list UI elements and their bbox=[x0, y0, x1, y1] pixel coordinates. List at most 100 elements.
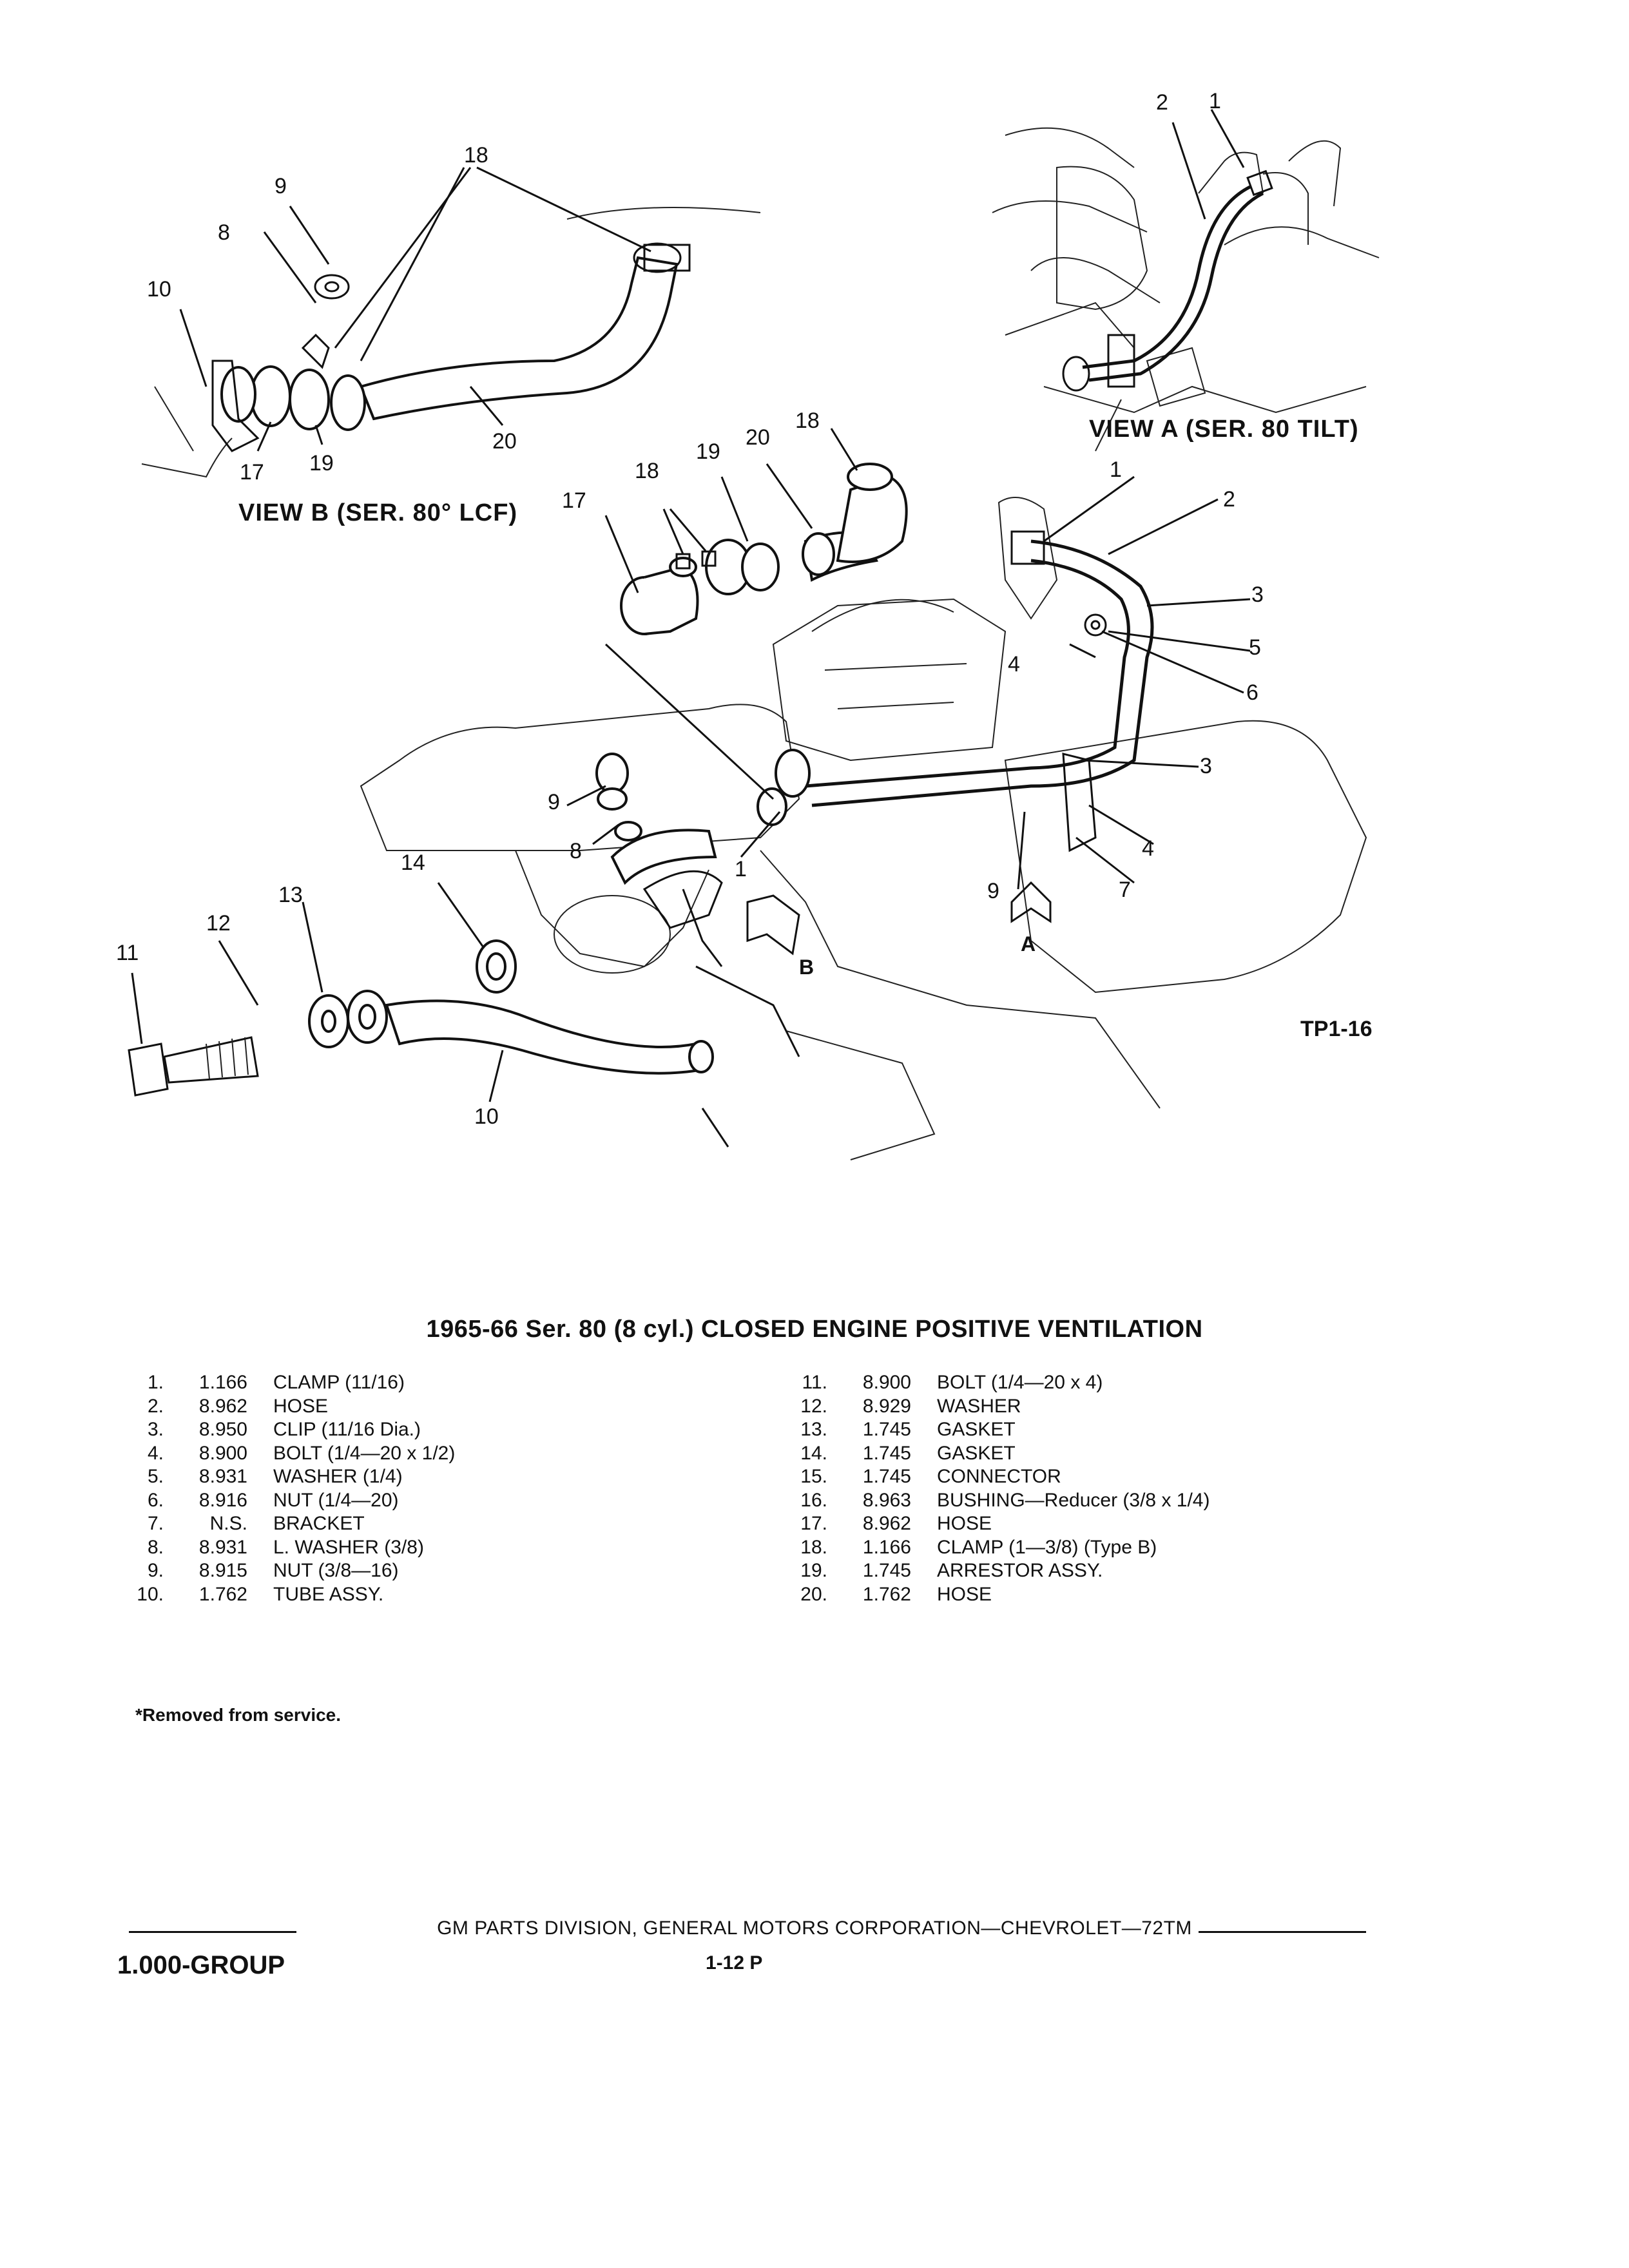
part-description: HOSE bbox=[273, 1395, 329, 1417]
part-description: GASKET bbox=[937, 1419, 1016, 1440]
part-code: 1.762 bbox=[198, 1583, 247, 1605]
part-code: 1.745 bbox=[862, 1442, 911, 1464]
callout-2-view-a: 2 bbox=[1156, 90, 1168, 115]
part-number: 1. bbox=[147, 1372, 164, 1393]
part-code: 8.950 bbox=[198, 1419, 247, 1440]
callout-4-lower: 4 bbox=[1142, 836, 1154, 861]
callout-11: 11 bbox=[116, 941, 139, 965]
part-number: 6. bbox=[147, 1489, 164, 1511]
view-b-inset bbox=[141, 166, 761, 478]
view-b-arrow-label: B bbox=[799, 956, 814, 979]
part-description: NUT (3/8—16) bbox=[273, 1560, 399, 1581]
part-description: BRACKET bbox=[273, 1513, 365, 1534]
part-description: WASHER (1/4) bbox=[273, 1466, 403, 1487]
part-code: 8.915 bbox=[198, 1560, 247, 1581]
callout-20-view-b: 20 bbox=[492, 429, 517, 454]
part-code: 1.745 bbox=[862, 1419, 911, 1440]
callout-17-main: 17 bbox=[562, 488, 586, 513]
part-description: BOLT (1/4—20 x 4) bbox=[937, 1372, 1103, 1393]
part-description: NUT (1/4—20) bbox=[273, 1489, 399, 1511]
callout-12: 12 bbox=[206, 911, 231, 936]
footnote: *Removed from service. bbox=[135, 1705, 342, 1725]
part-description: BUSHING—Reducer (3/8 x 1/4) bbox=[937, 1489, 1210, 1511]
callout-7: 7 bbox=[1119, 878, 1131, 902]
callout-9-right: 9 bbox=[987, 879, 999, 903]
part-number: 13. bbox=[800, 1419, 827, 1440]
parts-list-row: 8. 8.931 L. WASHER (3/8) bbox=[110, 1536, 455, 1560]
callout-8-view-b: 8 bbox=[218, 220, 230, 245]
callout-14: 14 bbox=[401, 850, 425, 875]
callout-6-right: 6 bbox=[1246, 680, 1258, 705]
part-code: 8.900 bbox=[198, 1442, 247, 1464]
part-code: 1.166 bbox=[198, 1372, 247, 1393]
parts-list-row: 2. 8.962 HOSE bbox=[110, 1395, 455, 1419]
page-title: 1965-66 Ser. 80 (8 cyl.) CLOSED ENGINE P… bbox=[426, 1316, 1203, 1343]
callout-18-top: 18 bbox=[795, 408, 820, 433]
part-description: HOSE bbox=[937, 1583, 992, 1605]
callout-2-right: 2 bbox=[1223, 487, 1235, 512]
part-number: 14. bbox=[800, 1442, 827, 1464]
part-description: GASKET bbox=[937, 1442, 1016, 1464]
callout-18-main: 18 bbox=[635, 459, 659, 483]
callout-10-lower: 10 bbox=[474, 1104, 499, 1129]
parts-list-row: 19. 1.745 ARRESTOR ASSY. bbox=[773, 1559, 1210, 1583]
parts-list-row: 10. 1.762 TUBE ASSY. bbox=[110, 1583, 455, 1607]
part-code: 1.745 bbox=[862, 1466, 911, 1487]
part-number: 11. bbox=[802, 1372, 827, 1393]
figure-id: TP1-16 bbox=[1300, 1017, 1373, 1041]
callout-8-left: 8 bbox=[570, 839, 582, 863]
callout-13: 13 bbox=[278, 883, 303, 907]
callout-18-view-b: 18 bbox=[464, 143, 488, 168]
part-number: 2. bbox=[147, 1395, 164, 1417]
callout-19-view-b: 19 bbox=[309, 451, 334, 476]
part-code: 8.931 bbox=[198, 1536, 247, 1558]
main-engine-view bbox=[128, 428, 1367, 1160]
part-code: 8.962 bbox=[198, 1395, 247, 1417]
parts-list-row: 14. 1.745 GASKET bbox=[773, 1442, 1210, 1466]
part-number: 19. bbox=[800, 1560, 827, 1581]
part-description: CONNECTOR bbox=[937, 1466, 1061, 1487]
callout-9-left: 9 bbox=[548, 790, 560, 814]
part-code: 1.745 bbox=[862, 1560, 911, 1581]
part-number: 8. bbox=[147, 1536, 164, 1558]
part-code: 1.166 bbox=[862, 1536, 911, 1558]
parts-list-row: 7. N.S. BRACKET bbox=[110, 1512, 455, 1536]
part-number: 4. bbox=[147, 1442, 164, 1464]
page-number: 1-12 P bbox=[706, 1952, 763, 1974]
part-code: 8.962 bbox=[862, 1513, 911, 1534]
part-description: CLAMP (1—3/8) (Type B) bbox=[937, 1536, 1157, 1558]
part-number: 10. bbox=[137, 1583, 164, 1605]
part-code: 8.929 bbox=[862, 1395, 911, 1417]
part-description: L. WASHER (3/8) bbox=[273, 1536, 424, 1558]
part-code: 8.963 bbox=[862, 1489, 911, 1511]
part-number: 7. bbox=[147, 1513, 164, 1534]
view-a-inset bbox=[992, 109, 1380, 452]
part-description: TUBE ASSY. bbox=[273, 1583, 384, 1605]
callout-3-right: 3 bbox=[1251, 582, 1264, 607]
part-description: ARRESTOR ASSY. bbox=[937, 1560, 1103, 1581]
part-number: 3. bbox=[147, 1419, 164, 1440]
parts-list-row: 13. 1.745 GASKET bbox=[773, 1418, 1210, 1442]
footer-rule-right bbox=[1199, 1931, 1366, 1933]
part-code: N.S. bbox=[209, 1513, 247, 1534]
part-number: 18. bbox=[800, 1536, 827, 1558]
part-code: 1.762 bbox=[862, 1583, 911, 1605]
callout-19-main: 19 bbox=[696, 439, 720, 464]
callout-1-view-a: 1 bbox=[1209, 89, 1221, 113]
callout-5-right: 5 bbox=[1249, 635, 1261, 660]
